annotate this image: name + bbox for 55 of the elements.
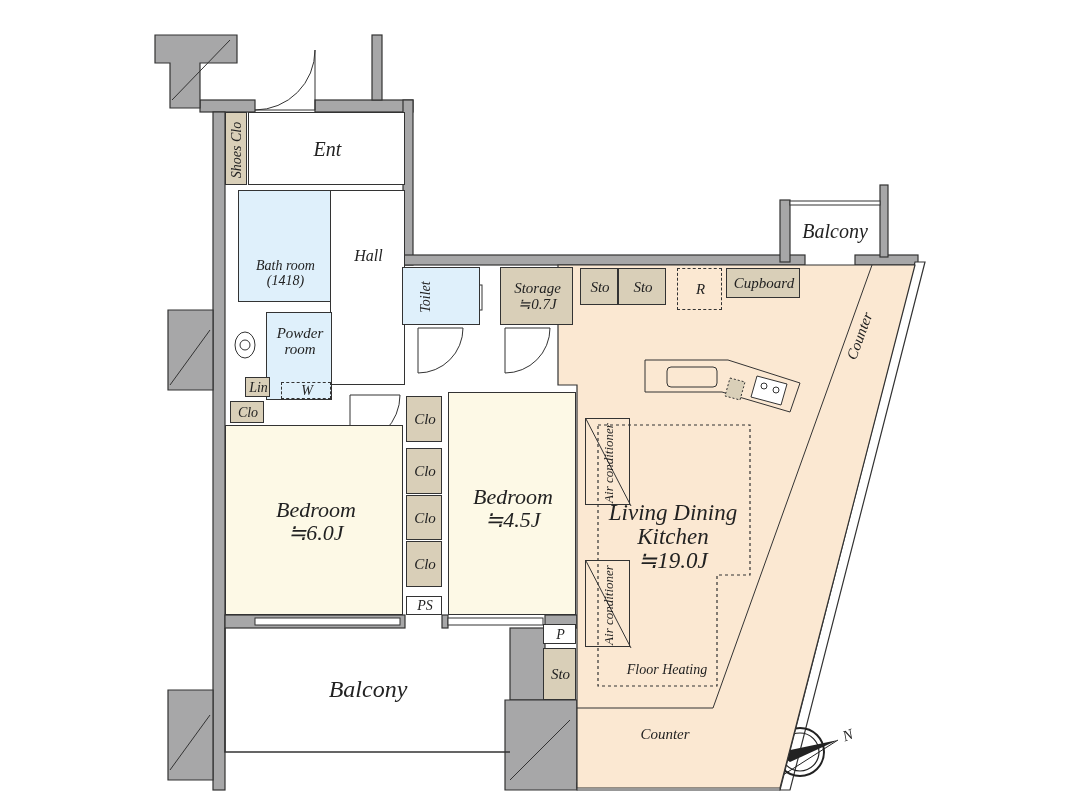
- room-label: Bedroom: [473, 484, 553, 508]
- room-label: Hall: [354, 247, 383, 265]
- closet-area: [543, 648, 576, 700]
- area-label: ≒6.0J: [288, 521, 344, 545]
- closet-area: [406, 541, 442, 587]
- room-label: Cupboard: [733, 276, 795, 292]
- room-label: Clo: [414, 557, 436, 573]
- bedroom-area: [225, 425, 403, 615]
- room-label: Ent: [313, 139, 342, 160]
- room-label: Clo: [414, 510, 436, 527]
- room-label: Sto: [590, 279, 610, 296]
- room-area: [330, 190, 405, 385]
- closet-area: [406, 448, 442, 494]
- room-label: Clo: [414, 464, 436, 480]
- closet-area: [500, 267, 573, 325]
- closet-area: [225, 112, 247, 185]
- dashed-area: [281, 382, 331, 399]
- room-label: Clo: [237, 405, 259, 421]
- room-label: Clo: [414, 412, 436, 428]
- room-label: PS: [417, 599, 433, 614]
- wet-room-area: [266, 312, 332, 400]
- room-label: R: [695, 282, 706, 298]
- room-area: [543, 624, 576, 644]
- area-label: ≒0.7J: [518, 297, 557, 313]
- room-label: Counter: [843, 309, 877, 362]
- room-area: [406, 596, 442, 615]
- room-label: W: [301, 384, 313, 399]
- wet-room-area: [238, 190, 331, 302]
- room-label: P: [556, 627, 565, 643]
- closet-area: [406, 396, 442, 442]
- room-label: Balcony: [328, 677, 408, 703]
- area-label: ≒19.0J: [638, 549, 708, 574]
- room-label: Air conditioner: [600, 564, 617, 645]
- area-label: ≒4.5J: [485, 508, 541, 532]
- room-label: Powder room: [275, 326, 325, 358]
- air-conditioner-unit: [585, 418, 630, 505]
- room-area: [248, 112, 405, 185]
- room-label: Toilet: [418, 281, 434, 313]
- room-label: Sto: [633, 279, 653, 296]
- room-label: Bedroom: [276, 497, 356, 521]
- north-label: N: [840, 725, 856, 746]
- closet-area: [230, 401, 264, 423]
- bedroom-area: [448, 392, 576, 615]
- room-label: Sto: [550, 667, 571, 683]
- room-label: Air conditioner: [600, 422, 616, 503]
- wet-room-area: [402, 267, 480, 325]
- room-label: Balcony: [802, 220, 868, 242]
- room-label: Shoes Clo: [229, 121, 245, 178]
- air-conditioner-unit: [585, 560, 630, 647]
- room-label: Storage: [514, 281, 561, 297]
- closet-area: [406, 495, 442, 540]
- room-label: Counter: [640, 727, 690, 743]
- room-label: Floor Heating: [626, 662, 708, 678]
- room-label: Bath room (1418): [255, 259, 316, 289]
- room-label: Lin: [249, 380, 268, 396]
